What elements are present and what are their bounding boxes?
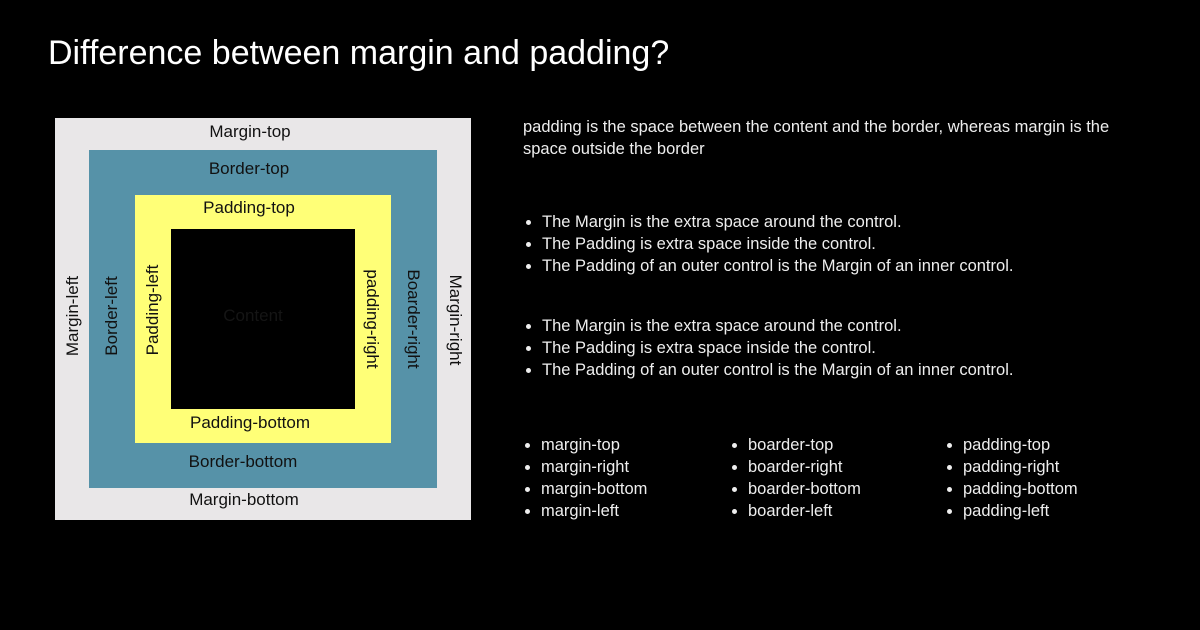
content-area: [171, 229, 355, 409]
list-item: boarder-bottom: [748, 478, 861, 500]
list-item: margin-right: [541, 456, 647, 478]
list-item: The Padding of an outer control is the M…: [542, 359, 1013, 381]
list-item: boarder-left: [748, 500, 861, 522]
bullet-list-2: The Margin is the extra space around the…: [522, 315, 1013, 381]
description-text: padding is the space between the content…: [523, 118, 1110, 158]
padding-bottom-label: Padding-bottom: [189, 413, 311, 432]
list-item: boarder-right: [748, 456, 861, 478]
list-item: padding-top: [963, 434, 1078, 456]
border-left-label: Border-left: [102, 276, 121, 356]
padding-right-label: padding-right: [363, 269, 382, 369]
border-top-label: Border-top: [208, 159, 290, 178]
bullet-list-1: The Margin is the extra space around the…: [522, 211, 1013, 277]
list-item: The Margin is the extra space around the…: [542, 211, 1013, 233]
padding-top-label: Padding-top: [203, 198, 295, 217]
list-item: margin-top: [541, 434, 647, 456]
list-item: padding-right: [963, 456, 1078, 478]
margin-top-label: Margin-top: [209, 122, 291, 141]
margin-right-label: Margin-right: [446, 274, 465, 366]
padding-left-label: Padding-left: [143, 264, 162, 356]
margin-bottom-label: Margin-bottom: [189, 490, 299, 509]
content-label: Content: [223, 306, 283, 325]
list-item: The Padding is extra space inside the co…: [542, 233, 1013, 255]
list-item: margin-left: [541, 500, 647, 522]
list-item: padding-bottom: [963, 478, 1078, 500]
list-item: The Padding of an outer control is the M…: [542, 255, 1013, 277]
margin-properties-list: margin-top margin-right margin-bottom ma…: [521, 434, 647, 522]
list-item: boarder-top: [748, 434, 861, 456]
list-item: padding-left: [963, 500, 1078, 522]
list-item: The Margin is the extra space around the…: [542, 315, 1013, 337]
list-item: The Padding is extra space inside the co…: [542, 337, 1013, 359]
padding-properties-list: padding-top padding-right padding-bottom…: [943, 434, 1078, 522]
list-item: margin-bottom: [541, 478, 647, 500]
margin-left-label: Margin-left: [63, 275, 82, 357]
border-right-label: Boarder-right: [404, 269, 423, 369]
page-title: Difference between margin and padding?: [48, 34, 670, 72]
border-bottom-label: Border-bottom: [188, 452, 298, 471]
border-properties-list: boarder-top boarder-right boarder-bottom…: [728, 434, 861, 522]
